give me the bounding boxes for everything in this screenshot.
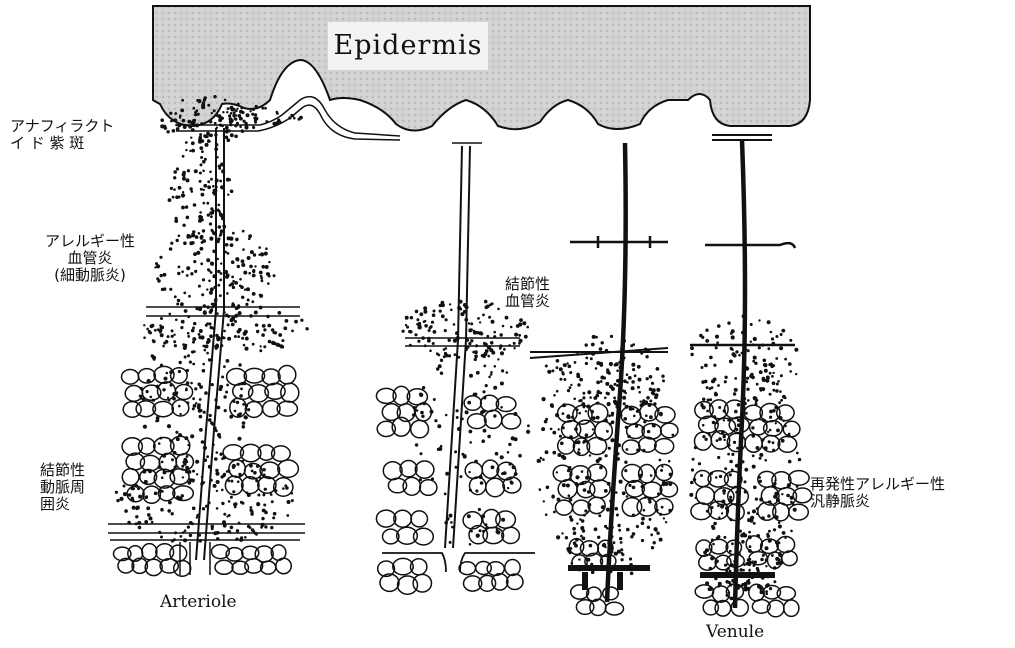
middle-vessel	[445, 146, 470, 548]
epidermis-label: Epidermis	[328, 22, 488, 70]
periarteritis-nodosa-line-1: 結節性	[40, 462, 85, 479]
periarteritis-nodosa-label: 結節性 動脈周 囲炎	[40, 462, 85, 513]
nodular-vasculitis-line-2: 血管炎	[505, 293, 550, 310]
venule-2-vessel	[735, 140, 745, 608]
arteriole-label: Arteriole	[160, 594, 237, 611]
allergic-vasculitis-label: アレルギー性 血管炎 (細動脈炎)	[20, 233, 160, 284]
periarteritis-nodosa-line-2: 動脈周	[40, 479, 85, 496]
nodular-vasculitis-line-1: 結節性	[505, 276, 550, 293]
venule-label: Venule	[706, 624, 764, 641]
venule-2-branch-a	[705, 243, 795, 248]
allergic-vasculitis-line-3: (細動脈炎)	[20, 267, 160, 284]
venule-1-branch-a	[570, 236, 668, 248]
nodular-vasculitis-label: 結節性 血管炎	[505, 276, 550, 310]
arteriole-vessel	[196, 128, 224, 560]
anaphylactoid-purpura-line-1: アナフィラクト	[10, 118, 114, 135]
periarteritis-nodosa-line-3: 囲炎	[40, 496, 85, 513]
recurrent-allergic-venulitis-line-1: 再発性アレルギー性	[810, 476, 945, 493]
anaphylactoid-purpura-line-2: イ ド 紫 斑	[10, 135, 114, 152]
recurrent-allergic-venulitis-label: 再発性アレルギー性 汎静脈炎	[810, 476, 945, 510]
venule-2-branch-top	[712, 135, 772, 140]
recurrent-allergic-venulitis-line-2: 汎静脈炎	[810, 493, 945, 510]
vessels	[108, 97, 795, 608]
allergic-vasculitis-line-1: アレルギー性	[20, 233, 160, 250]
anaphylactoid-purpura-label: アナフィラクト イ ド 紫 斑	[10, 118, 114, 152]
allergic-vasculitis-line-2: 血管炎	[20, 250, 160, 267]
